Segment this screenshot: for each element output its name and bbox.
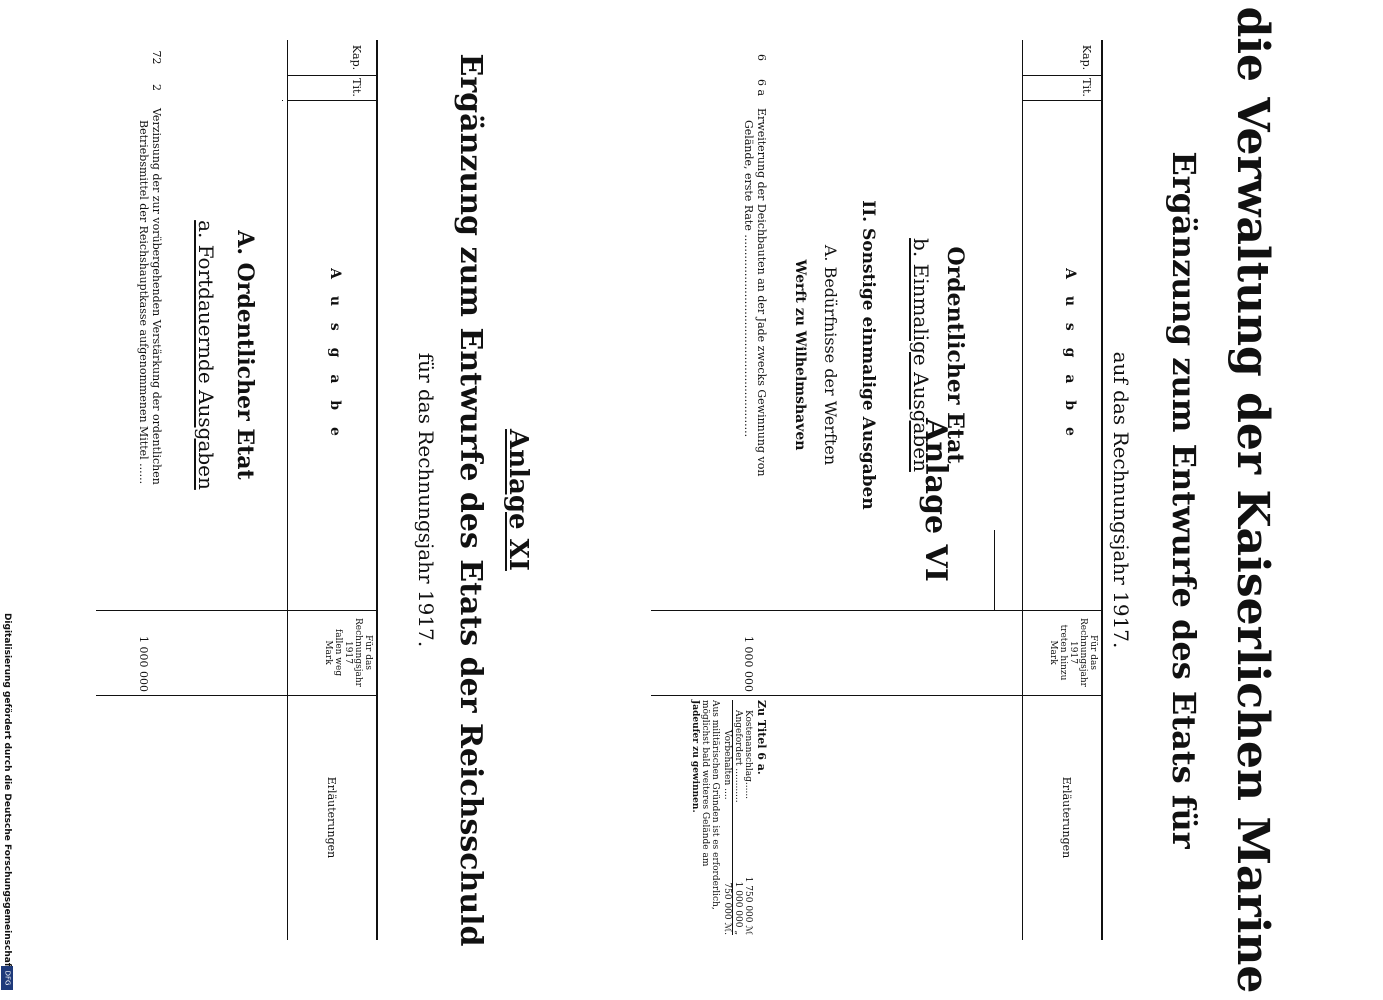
upper-col-divider [651,695,1101,696]
lower-rule [282,100,283,101]
amount-header-line: fallen weg [333,628,343,677]
lower-heading-fortdauernde: a. Fortdauernde Ausgaben [194,220,218,490]
lower-anlage-heading: Anlage XI [503,429,533,571]
erl-label: Kostenanschlag...... [743,710,753,800]
lower-row-kap: 72 [150,50,163,65]
erl-value: 1 000 000 „ [733,881,743,935]
amount-header-line: Für das [1088,635,1098,670]
upper-heading-beduerfnisse: A. Bedürfnisse der Werften [821,244,840,466]
upper-table-header-rule [1022,40,1023,940]
lower-table-header-rule [287,40,288,940]
upper-col-tit: Tit. [1080,78,1093,97]
lower-col-erlaeuterungen: Erläuterungen [325,776,338,859]
upper-title-line1: Ergänzung zum Entwurfe des Etats für [1165,151,1203,849]
upper-heading-ordentlicher: Ordentlicher Etat [942,246,968,464]
amount-header-line: Mark [323,640,333,665]
erl-label: Vorbehalten .... [722,730,732,800]
dfg-logo: DFG [1,966,13,990]
upper-subtitle: auf das Rechnungsjahr 1917. [1109,351,1133,649]
upper-row-tit: 6 a [755,78,768,97]
upper-heading-werft: Werft zu Wilhelmshaven [792,259,808,451]
upper-title-line2: die Verwaltung der Kaiserlichen Marine [1227,6,1278,994]
upper-row-amount: 1 000 000 [742,636,755,692]
erl-value: 750 000 ℳ. [722,882,732,935]
upper-heading-einmalige: b. Einmalige Ausgaben [909,238,933,472]
erl-value: 1 750 000 ℳ [743,876,753,935]
upper-col-divider [651,610,1101,611]
amount-header-line: 1917 [343,641,353,664]
amount-header-line: Mark [1048,640,1058,665]
upper-col-kap: Kap. [1080,44,1093,71]
amount-header-line: Für das [363,635,373,670]
erl-note-line: möglichst bald weiteres Gelände am [700,700,710,867]
erl-title: Zu Titel 6 a. [755,700,768,775]
digitization-credit: Digitalisierung gefördert durch die Deut… [0,606,14,978]
credit-text: Digitalisierung gefördert durch die Deut… [2,612,12,972]
lower-col-amount-header: Für das Rechnungsjahr 1917 fallen weg Ma… [323,610,373,695]
amount-header-line: Rechnungsjahr [1078,618,1088,687]
upper-erlaeuterungen-block: Zu Titel 6 a. Kostenanschlag...... 1 750… [690,700,768,935]
upper-row-kap: 6 [755,54,768,61]
amount-header-line: 1917 [1068,641,1078,664]
lower-heading-ordentlicher: A. Ordentlicher Etat [232,230,258,480]
row-text-line: Gelände, erste Rate ....................… [742,120,755,438]
lower-row-tit: 2 [150,84,163,91]
row-text-line: Betriebsmittel der Reichshauptkasse aufg… [137,120,150,485]
erl-note-line: Aus militärischen Gründen ist es erforde… [710,700,720,910]
erl-note-line: Jadeufer zu gewinnen. [690,700,700,813]
lower-col-ausgabe: A u s g a b e [327,268,343,442]
lower-col-kap: Kap. [350,44,363,71]
upper-rule [994,530,995,610]
upper-row-text: Erweiterung der Deichbauten an der Jade … [742,108,768,608]
logo-text: DFG [3,970,11,986]
amount-header-line: Rechnungsjahr [353,618,363,687]
row-text-line: Erweiterung der Deichbauten an der Jade … [755,108,768,477]
upper-heading-sonstige: II. Sonstige einmalige Ausgaben [858,200,878,510]
upper-table-top-rule [1101,40,1103,940]
amount-header-line: treten hinzu [1058,624,1068,681]
lower-table-top-rule [376,40,378,940]
upper-col-erlaeuterungen: Erläuterungen [1060,776,1073,859]
lower-subtitle: für das Rechnungsjahr 1917. [414,352,438,648]
lower-title: Ergänzung zum Entwurfe des Etats der Rei… [453,53,488,947]
erl-label: Angefordert ............ [733,710,743,803]
lower-row-amount: 1 000 000 [137,636,150,692]
lower-col-tit: Tit. [350,78,363,97]
row-text-line: Verzinsung der zur vorübergehenden Verst… [150,108,163,485]
upper-col-amount-header: Für das Rechnungsjahr 1917 treten hinzu … [1048,610,1098,695]
upper-col-ausgabe: A u s g a b e [1062,268,1078,442]
lower-row-text: Verzinsung der zur vorübergehenden Verst… [137,108,163,608]
